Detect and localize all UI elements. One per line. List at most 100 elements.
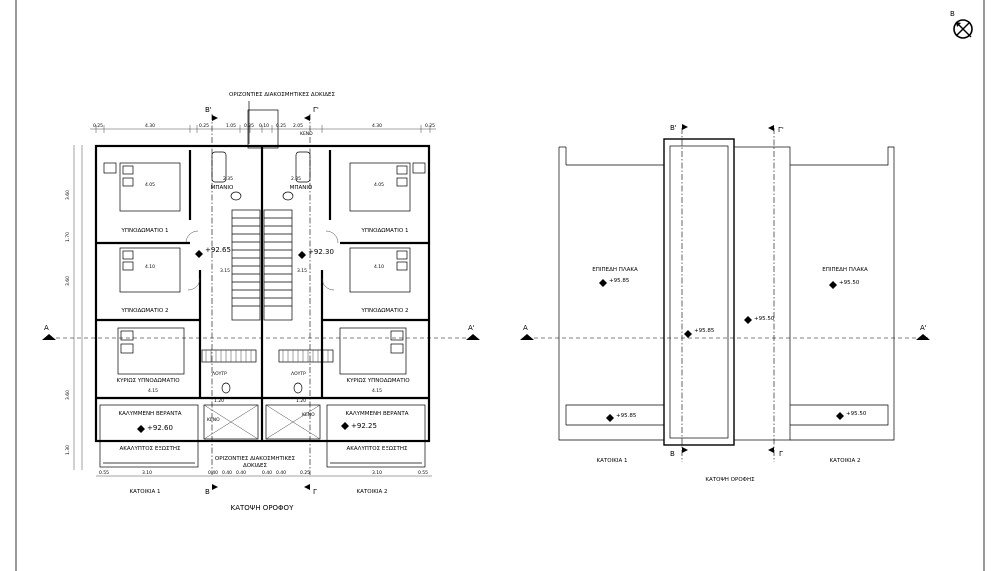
roof-sec-a2-arrow bbox=[916, 334, 930, 340]
door-swing bbox=[321, 277, 335, 291]
roof-plan: Β' Γ' ΕΠΙΠΕΔΗ ΠΛΑΚΑ ΕΠΙΠΕΔΗ ΠΛΑΚΑ +95.85… bbox=[520, 124, 930, 483]
roof-sec-g2-label: Γ' bbox=[778, 126, 784, 134]
dim-top-0: 0.25 bbox=[93, 123, 103, 129]
door-swing bbox=[325, 230, 339, 244]
wardrobe-right bbox=[278, 349, 334, 363]
dim-top-3: 1.05 bbox=[226, 123, 236, 129]
dim-top-4: 0.25 bbox=[244, 123, 254, 129]
level-left-hall: +92.65 bbox=[205, 246, 231, 254]
balcony-right bbox=[326, 404, 426, 468]
roof-right-wing bbox=[790, 146, 895, 441]
roof-center-block bbox=[663, 138, 735, 446]
dim-left-1: 1.70 bbox=[65, 232, 71, 242]
beams-top-label: ΟΡΙΖΟΝΤΙΕΣ ΔΙΑΚΟΣΜΗΤΙΚΕΣ ΔΟΚΙΔΕΣ bbox=[229, 92, 335, 98]
level-marker-icon bbox=[829, 281, 837, 289]
room-dim: 2.35 bbox=[223, 176, 233, 182]
beams-bottom-label-2: ΔΟΚΙΔΕΣ bbox=[243, 463, 268, 469]
roof-level-flat-right: +95.50 bbox=[839, 280, 860, 286]
toilet-icon bbox=[282, 191, 294, 201]
bedroom1-left-label: ΥΠΝΟΔΩΜΑΤΙΟ 1 bbox=[121, 228, 169, 234]
dim-top-1: 4.30 bbox=[145, 123, 155, 129]
roof-level-mid-right: +95.50 bbox=[754, 316, 775, 322]
room-dim: 3.15 bbox=[297, 268, 307, 274]
floor-plan: ΟΡΙΖΟΝΤΙΕΣ ΔΙΑΚΟΣΜΗΤΙΚΕΣ ΔΟΚΙΔΕΣ ΚΕΝΟ Β'… bbox=[42, 92, 480, 512]
roof-sec-b-label: Β bbox=[670, 450, 675, 458]
dim-top-2: 0.25 bbox=[199, 123, 209, 129]
balcony-left bbox=[99, 404, 199, 468]
sec-b-bottom-arrow bbox=[212, 484, 218, 490]
room-dim: 4.05 bbox=[145, 182, 155, 188]
roof-sec-g-label: Γ bbox=[779, 450, 783, 458]
door-swing bbox=[185, 230, 199, 244]
sec-b-bottom-label: Β bbox=[205, 488, 210, 496]
roof-sec-a-label: Α bbox=[523, 324, 528, 332]
unit-left-label: ΚΑΤΟΙΚΙΑ 1 bbox=[130, 489, 161, 495]
roof-level-low-left: +95.85 bbox=[616, 413, 637, 419]
room-dim: 4.10 bbox=[374, 264, 384, 270]
beams-bottom-label-1: ΟΡΙΖΟΝΤΙΕΣ ΔΙΑΚΟΣΜΗΤΙΚΕΣ bbox=[215, 456, 296, 462]
master-left-label: ΚΥΡΙΩΣ ΥΠΝΟΔΩΜΑΤΙΟ bbox=[116, 378, 180, 384]
sec-a-right-arrow bbox=[466, 334, 480, 340]
dim-top-5: 0.10 bbox=[259, 123, 269, 129]
dim-bottom-8: 3.10 bbox=[372, 470, 382, 476]
bedroom2-left-label: ΥΠΝΟΔΩΜΑΤΙΟ 2 bbox=[121, 308, 169, 314]
roof-level-mid-left: +95.85 bbox=[694, 328, 715, 334]
roof-right-parapet-bottom bbox=[790, 404, 889, 426]
roof-sec-a-arrow bbox=[520, 334, 534, 340]
room-dim: 3.15 bbox=[220, 268, 230, 274]
dim-top-6: 0.25 bbox=[276, 123, 286, 129]
roof-flat-right-label: ΕΠΙΠΕΔΗ ΠΛΑΚΑ bbox=[822, 267, 868, 273]
roof-center-inner bbox=[669, 145, 729, 439]
room-dim: 4.15 bbox=[372, 388, 382, 394]
bed-icon bbox=[349, 162, 426, 212]
level-marker-icon bbox=[836, 412, 844, 420]
veranda-right-label: ΚΑΛΥΜΜΕΝΗ ΒΕΡΑΝΤΑ bbox=[345, 411, 408, 417]
dim-bottom-6: 0.40 bbox=[276, 470, 286, 476]
level-marker-icon bbox=[606, 414, 614, 422]
room-dim: 4.10 bbox=[145, 264, 155, 270]
void-top-label: ΚΕΝΟ bbox=[300, 131, 313, 137]
room-dim: 4.05 bbox=[374, 182, 384, 188]
room-dim: 4.15 bbox=[148, 388, 158, 394]
terrace-left-label: ΑΚΑΛΥΠΤΟΣ ΕΞΩΣΤΗΣ bbox=[120, 446, 181, 452]
level-marker-icon bbox=[341, 422, 349, 430]
sec-b2-top-label: Β' bbox=[205, 106, 212, 114]
roof-left-wing bbox=[558, 147, 664, 441]
roof-flat-left-label: ΕΠΙΠΕΔΗ ΠΛΑΚΑ bbox=[592, 267, 638, 273]
sec-a-left-arrow bbox=[42, 334, 56, 340]
level-marker-icon bbox=[137, 425, 145, 433]
dim-bottom-7: 0.25 bbox=[300, 470, 310, 476]
room-dim: 2.35 bbox=[291, 176, 301, 182]
wc-left-label: ΛΟΥΤΡ bbox=[212, 371, 227, 377]
roof-sec-g-arrow bbox=[768, 447, 774, 453]
level-left-veranda: +92.60 bbox=[147, 424, 173, 432]
dim-left-0: 3.60 bbox=[65, 190, 71, 200]
dim-top-7: 2.05 bbox=[293, 123, 303, 129]
roof-plan-title: ΚΑΤΟΨΗ ΟΡΟΦΗΣ bbox=[705, 477, 755, 483]
bath-left-label: ΜΠΑΝΙΟ bbox=[211, 185, 234, 191]
bedroom2-right-label: ΥΠΝΟΔΩΜΑΤΙΟ 2 bbox=[361, 308, 409, 314]
toilet-icon bbox=[230, 191, 242, 201]
unit-right-label: ΚΑΤΟΙΚΙΑ 2 bbox=[357, 489, 388, 495]
level-right-veranda: +92.25 bbox=[351, 422, 377, 430]
room-dim: 1.20 bbox=[214, 398, 224, 404]
sec-b2-top-arrow bbox=[212, 115, 218, 121]
level-right-hall: +92.30 bbox=[308, 248, 334, 256]
dim-left-4: 1.30 bbox=[65, 445, 71, 455]
dim-bottom-4: 0.40 bbox=[236, 470, 246, 476]
level-marker-icon bbox=[684, 330, 692, 338]
bed-icon bbox=[339, 327, 407, 375]
dim-bottom-2: 0.40 bbox=[208, 470, 218, 476]
staircase-left bbox=[231, 209, 261, 321]
sec-g2-top-arrow bbox=[304, 115, 310, 121]
sec-g-bottom-arrow bbox=[304, 484, 310, 490]
roof-sec-b2-label: Β' bbox=[670, 124, 677, 132]
roof-level-flat-left: +95.85 bbox=[609, 278, 630, 284]
roof-mid-block bbox=[733, 146, 791, 441]
bed-icon bbox=[349, 247, 411, 293]
bedroom1-right-label: ΥΠΝΟΔΩΜΑΤΙΟ 1 bbox=[361, 228, 409, 234]
bathtub-icon bbox=[211, 151, 227, 183]
bathtub-icon bbox=[295, 151, 311, 183]
dim-bottom-1: 3.10 bbox=[142, 470, 152, 476]
roof-sec-b-arrow bbox=[682, 447, 688, 453]
